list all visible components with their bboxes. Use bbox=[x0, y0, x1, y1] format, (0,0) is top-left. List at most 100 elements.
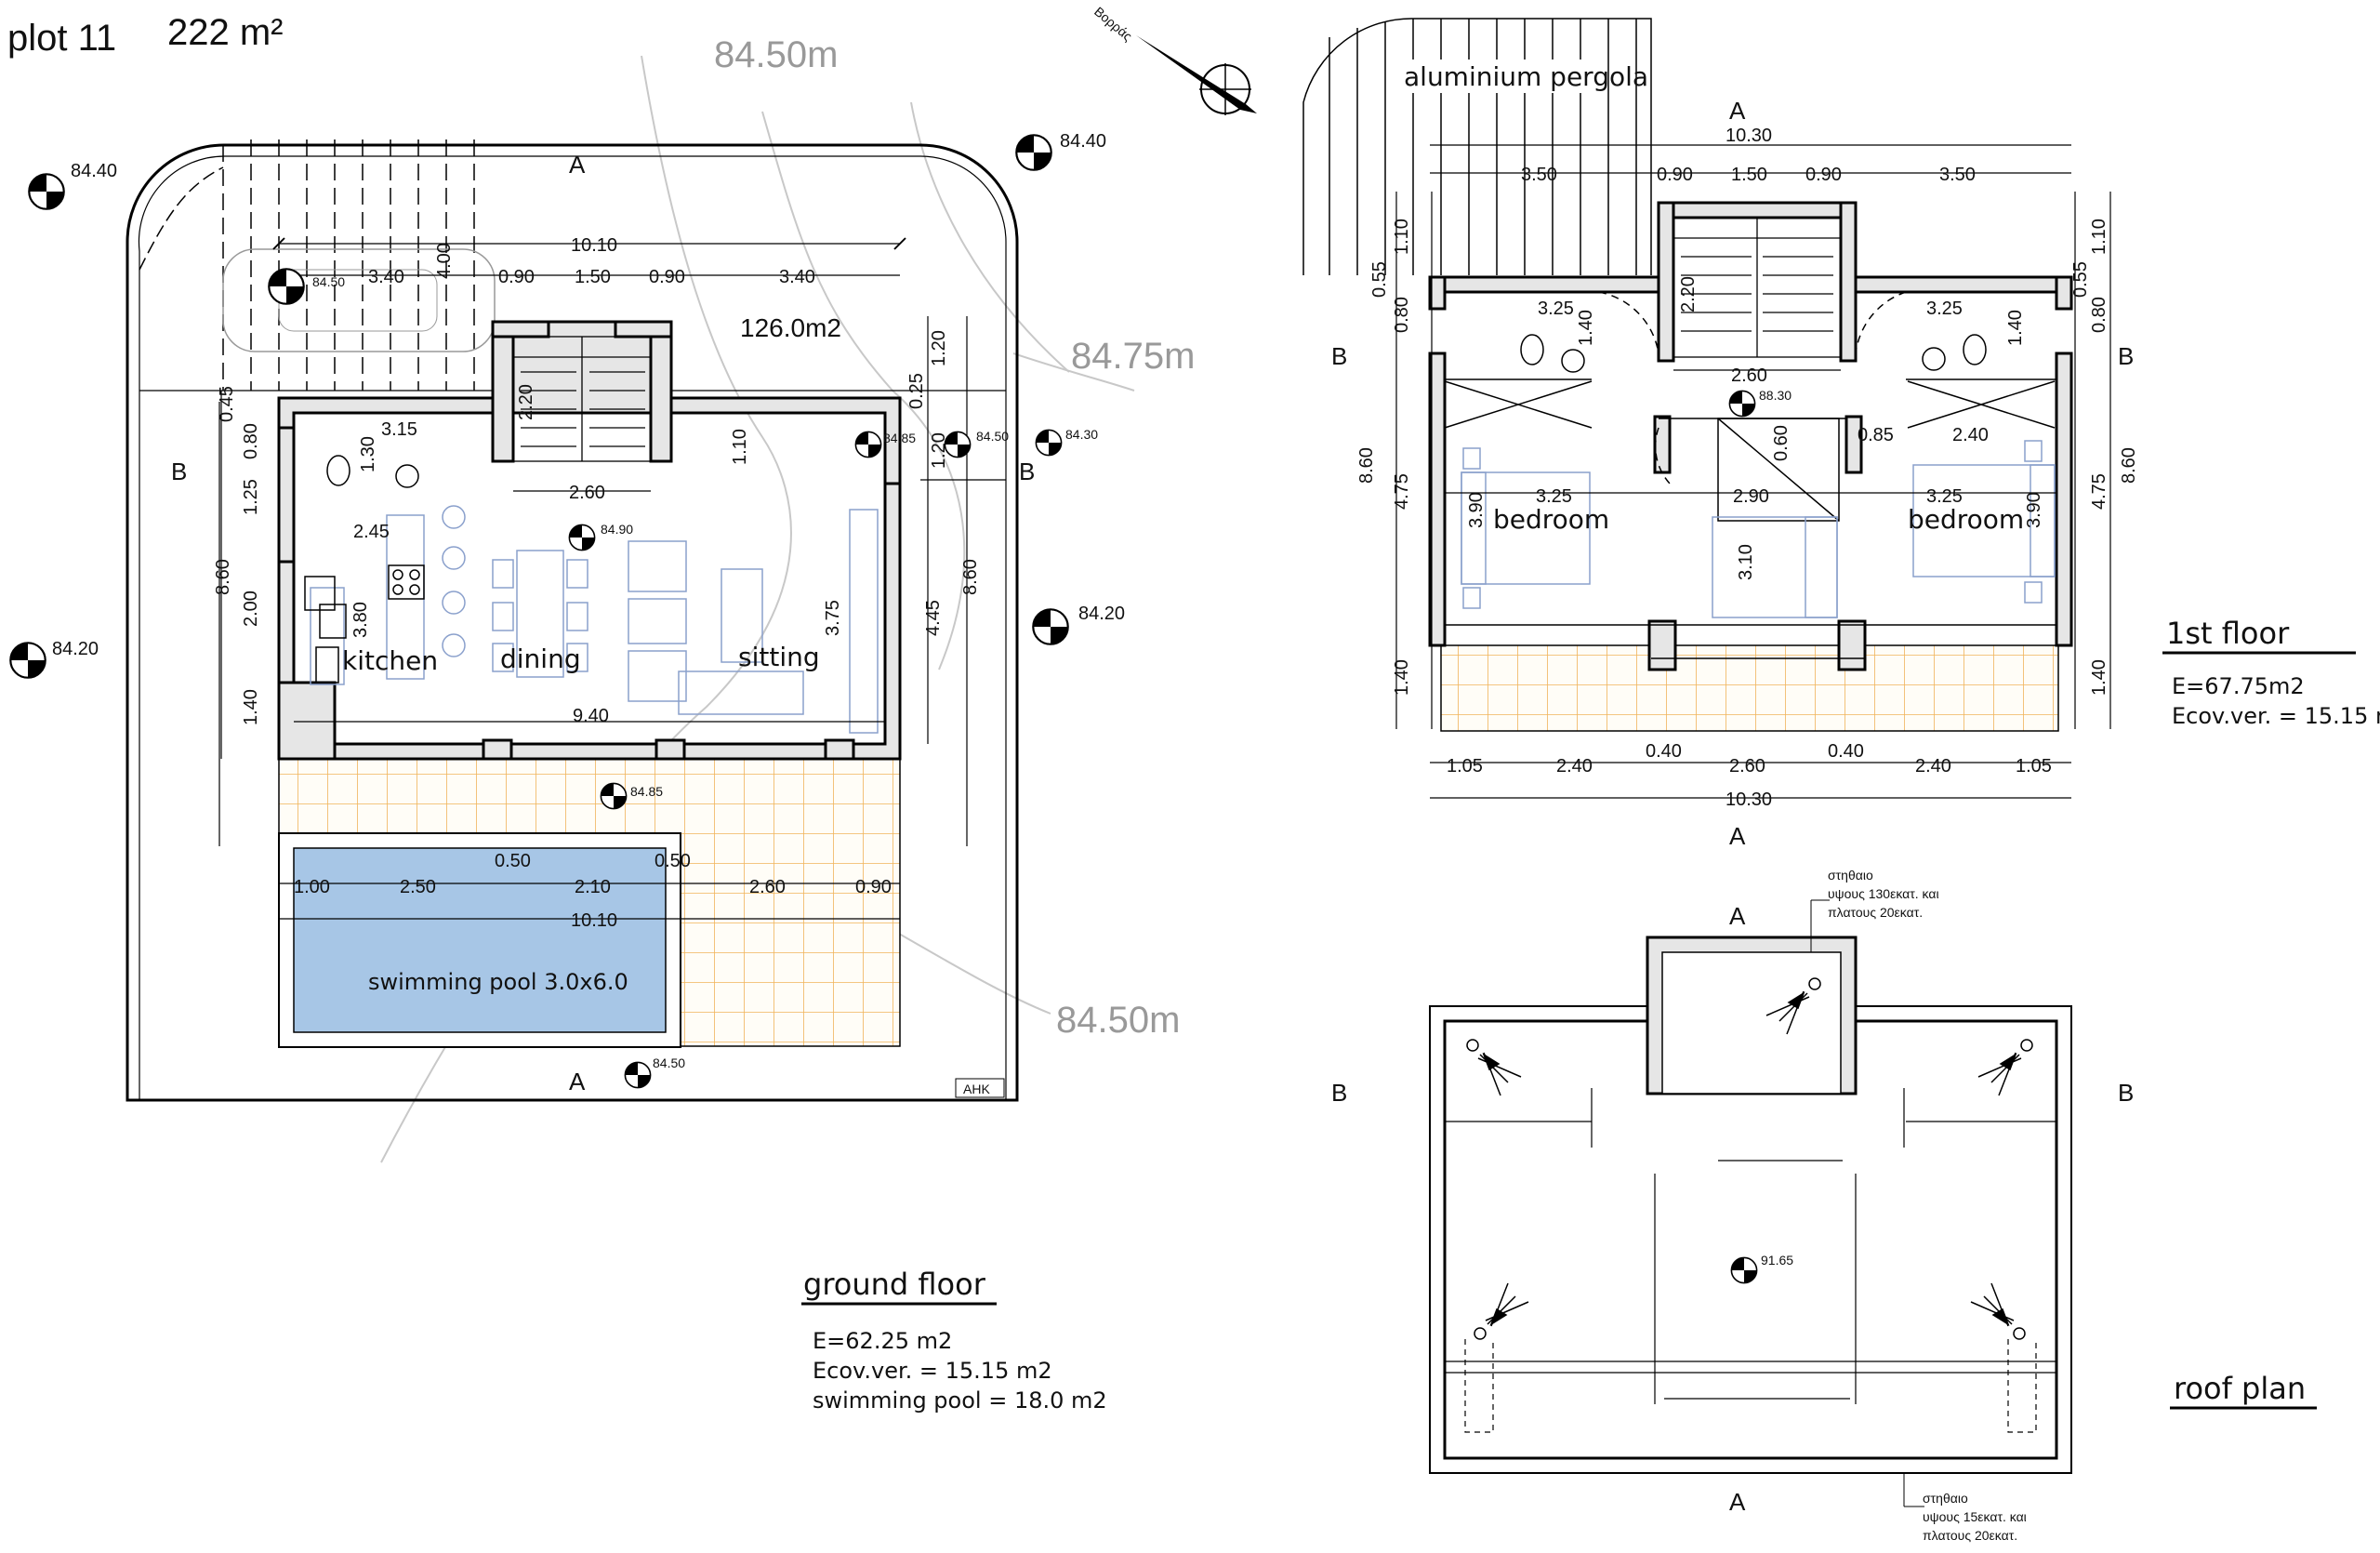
ff-side-right: B bbox=[2118, 342, 2134, 370]
gf-dim-pool-4: 2.10 bbox=[575, 877, 611, 897]
gf-dim-kitchen-h: 3.80 bbox=[350, 602, 371, 638]
room-sitting: sitting bbox=[738, 642, 820, 672]
gf-dim-wc-h: 1.30 bbox=[358, 436, 378, 472]
ff-dim-bottom-total: 10.30 bbox=[1726, 790, 1772, 810]
ff-dim-bottom-3: 0.40 bbox=[1646, 741, 1682, 762]
level-mark: 84.85 bbox=[630, 784, 663, 799]
roof-note-top-3: πλατους 20εκατ. bbox=[1828, 905, 1923, 920]
gf-dim-pool-6: 2.60 bbox=[749, 877, 786, 897]
ff-dim-top-3: 1.50 bbox=[1731, 165, 1767, 185]
gf-dim-left-total: 8.60 bbox=[213, 559, 233, 595]
gf-dim-top-1: 3.40 bbox=[368, 267, 404, 287]
ff-dim-top-total: 10.30 bbox=[1726, 126, 1772, 146]
ff-dim-room-w-3: 3.25 bbox=[1926, 486, 1963, 507]
level-mark: 84.20 bbox=[52, 639, 99, 659]
ff-dim-room-w-1: 3.25 bbox=[1536, 486, 1572, 507]
plot-number: plot 11 bbox=[7, 18, 116, 59]
roof-title: roof plan bbox=[2174, 1371, 2306, 1406]
gf-side-top: A bbox=[569, 151, 586, 179]
roof-side-bottom: A bbox=[1729, 1488, 1746, 1516]
gf-dim-right-3: 1.20 bbox=[929, 432, 949, 469]
gf-furniture bbox=[310, 505, 879, 734]
gf-dim-top-2: 0.90 bbox=[498, 267, 535, 287]
ff-dim-room-h-2: 3.10 bbox=[1736, 544, 1756, 580]
gf-dim-right-total: 8.60 bbox=[960, 559, 981, 595]
ff-dim-bath-w-left: 3.25 bbox=[1538, 299, 1574, 319]
roof-note-bottom-3: πλατους 20εκατ. bbox=[1923, 1528, 2017, 1543]
ff-dim-left-2: 0.55 bbox=[1369, 261, 1390, 298]
roof-side-right: B bbox=[2118, 1079, 2134, 1107]
ff-dim-bath-h-right: 1.40 bbox=[2005, 310, 2026, 346]
pergola-label: aluminium pergola bbox=[1404, 61, 1648, 92]
gf-dim-left-4: 2.00 bbox=[241, 591, 261, 627]
gf-kitchen-fixtures bbox=[304, 455, 425, 684]
ff-dim-left-4: 4.75 bbox=[1392, 473, 1412, 510]
ff-dim-bath-w-right: 3.25 bbox=[1926, 299, 1963, 319]
ff-dim-closet-1: 0.85 bbox=[1858, 425, 1894, 445]
roof-note-top-1: στηθαιο bbox=[1828, 868, 1873, 883]
ff-staircase bbox=[1673, 217, 1842, 358]
ff-dim-bottom-4: 2.60 bbox=[1729, 756, 1765, 776]
gf-dim-stair-h: 2.20 bbox=[516, 384, 536, 420]
gf-dim-pool-5: 0.50 bbox=[654, 851, 691, 871]
roof-side-left: B bbox=[1331, 1079, 1347, 1107]
room-dining: dining bbox=[500, 644, 581, 674]
ff-dim-room-h-1: 3.90 bbox=[1466, 492, 1487, 528]
ff-interior-lines bbox=[1444, 291, 2056, 659]
ff-dim-top-2: 0.90 bbox=[1657, 165, 1693, 185]
room-bedroom-left: bedroom bbox=[1493, 504, 1609, 535]
roof-drains bbox=[1466, 977, 2033, 1340]
gf-dim-right-2: 0.25 bbox=[906, 373, 927, 409]
ff-dimension-lines bbox=[1395, 144, 2111, 799]
contour-label-bottom: 84.50m bbox=[1056, 1000, 1180, 1041]
ff-dim-bottom-5: 0.40 bbox=[1828, 741, 1864, 762]
roof-structure-lines bbox=[1445, 1088, 2056, 1433]
contour-label-top: 84.50m bbox=[714, 34, 838, 75]
gf-dim-wc-w: 3.15 bbox=[381, 419, 417, 440]
level-mark: 84.20 bbox=[1078, 604, 1125, 624]
gf-level-markers: 84.40 84.40 84.50 84.20 84.20 84.85 84.9… bbox=[9, 131, 1125, 1089]
gf-dim-left-2: 0.80 bbox=[241, 423, 261, 459]
roof-level: 91.65 bbox=[1761, 1253, 1793, 1268]
roof-note-bottom-1: στηθαιο bbox=[1923, 1491, 1968, 1506]
ff-dim-closet-2: 2.40 bbox=[1952, 425, 1989, 445]
contour-label-right: 84.75m bbox=[1071, 336, 1195, 377]
ff-dim-left-total: 8.60 bbox=[1356, 447, 1377, 484]
gf-dim-top-3: 1.50 bbox=[575, 267, 611, 287]
ff-side-bottom: A bbox=[1729, 822, 1746, 850]
gf-dim-left-1: 0.45 bbox=[217, 386, 237, 422]
ff-dim-right-5: 1.40 bbox=[2089, 659, 2109, 696]
gf-stat-e: E=62.25 m2 bbox=[813, 1328, 952, 1354]
ff-dim-room-h-3: 3.90 bbox=[2024, 492, 2044, 528]
ff-dim-stair-w: 2.60 bbox=[1731, 365, 1767, 386]
ff-dim-top-1: 3.50 bbox=[1521, 165, 1557, 185]
pool-label: swimming pool 3.0x6.0 bbox=[368, 969, 628, 995]
gf-dim-right-1: 1.20 bbox=[929, 330, 949, 366]
level-mark: 84.40 bbox=[1060, 131, 1106, 152]
gf-dim-pool-1: 1.00 bbox=[294, 877, 330, 897]
north-arrow: Βορράς bbox=[1091, 4, 1257, 115]
gf-dim-top-5: 3.40 bbox=[779, 267, 815, 287]
level-mark: 84.50 bbox=[653, 1055, 685, 1070]
ff-dim-bottom-2: 2.40 bbox=[1556, 756, 1593, 776]
gf-dim-right-4: 4.45 bbox=[923, 600, 944, 636]
level-mark: 84.90 bbox=[601, 522, 633, 537]
gf-dim-pool-total: 10.10 bbox=[571, 910, 617, 931]
plot-area: 222 m² bbox=[167, 12, 284, 53]
ff-dim-left-3: 0.80 bbox=[1392, 297, 1412, 333]
swimming-pool bbox=[293, 847, 667, 1033]
roof-note-top-2: υψους 130εκατ. και bbox=[1828, 886, 1939, 901]
room-kitchen: kitchen bbox=[342, 645, 438, 676]
gf-title: ground floor bbox=[803, 1267, 986, 1302]
gf-side-right: B bbox=[1019, 458, 1035, 485]
gf-dim-left-3: 1.25 bbox=[241, 479, 261, 515]
ff-balcony bbox=[1440, 644, 2059, 732]
gf-dimension-lines bbox=[218, 237, 968, 920]
ff-dim-left-1: 1.10 bbox=[1392, 219, 1412, 255]
plot-boundary bbox=[126, 143, 1019, 1102]
first-floor-plan: aluminium pergola bbox=[1302, 18, 2380, 850]
ff-dim-room-w-2: 2.90 bbox=[1733, 486, 1769, 507]
level-mark: 84.40 bbox=[71, 161, 117, 181]
ff-dim-top-5: 3.50 bbox=[1939, 165, 1976, 185]
